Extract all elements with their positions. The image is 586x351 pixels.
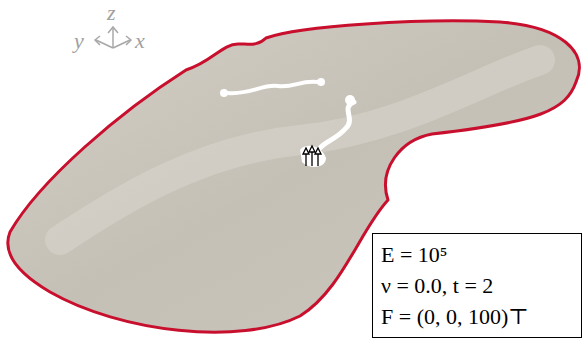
f-hole bbox=[220, 78, 355, 167]
plate-highlight bbox=[60, 60, 540, 240]
parameter-text: E = 10⁵ bbox=[381, 239, 573, 270]
axis-label: x bbox=[135, 30, 145, 52]
axis-triad bbox=[95, 27, 131, 48]
axis-label: z bbox=[107, 2, 116, 24]
axis-label: y bbox=[74, 30, 84, 52]
parameter-text: ν = 0.0, t = 2 bbox=[381, 270, 573, 301]
parameter-box: E = 10⁵ν = 0.0, t = 2F = (0, 0, 100)⊤ bbox=[372, 233, 582, 338]
force-arrows bbox=[303, 146, 321, 166]
parameter-text: F = (0, 0, 100)⊤ bbox=[381, 301, 573, 332]
